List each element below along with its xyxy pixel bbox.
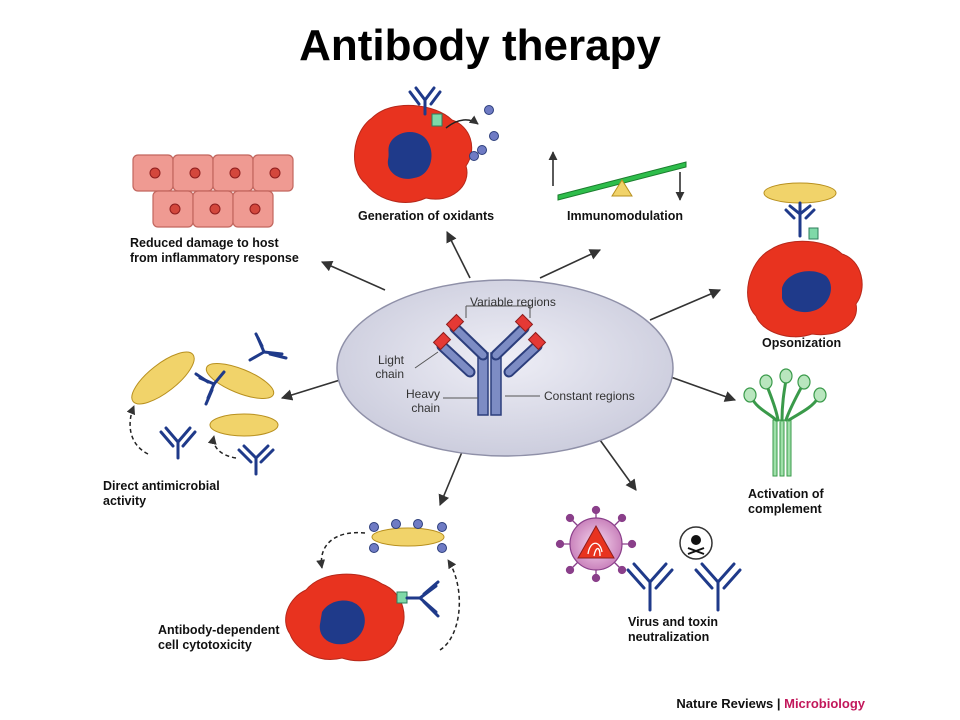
adcc-label-2: cell cytotoxicity: [158, 638, 252, 652]
immunomodulation-panel: Immunomodulation: [548, 151, 687, 223]
antibody-structure: Variable regions Light chain Heavy chain…: [336, 279, 674, 457]
antimicrobial-label-2: activity: [103, 494, 146, 508]
virus-label-1: Virus and toxin: [628, 615, 718, 629]
credit-separator: |: [773, 696, 784, 711]
antimicrobial-label-1: Direct antimicrobial: [103, 479, 220, 493]
complement-panel: Activation of complement: [743, 368, 827, 516]
immunomodulation-label: Immunomodulation: [567, 209, 683, 223]
reduced-damage-label-2: from inflammatory response: [130, 251, 299, 265]
heavy-chain-label-2: chain: [411, 401, 440, 415]
adcc-panel: Antibody-dependent cell cytotoxicity: [158, 519, 461, 662]
credit-field: Microbiology: [784, 696, 866, 711]
oxidants-label: Generation of oxidants: [358, 209, 494, 223]
host-cells-panel: Reduced damage to host from inflammatory…: [130, 154, 299, 265]
slide-title: Antibody therapy: [299, 21, 661, 70]
complement-label-2: complement: [748, 502, 822, 516]
virus-label-2: neutralization: [628, 630, 709, 644]
heavy-chain-label-1: Heavy: [406, 387, 440, 401]
credit-line: Nature Reviews | Microbiology: [676, 696, 865, 711]
adcc-label-1: Antibody-dependent: [158, 623, 280, 637]
oxidants-panel: Generation of oxidants: [354, 86, 499, 223]
effect-arrows: [280, 230, 737, 507]
complement-label-1: Activation of: [748, 487, 825, 501]
opsonization-label: Opsonization: [762, 336, 841, 350]
constant-regions-label: Constant regions: [544, 389, 635, 403]
antimicrobial-panel: Direct antimicrobial activity: [103, 332, 288, 508]
opsonization-panel: Opsonization: [747, 182, 863, 350]
virus-panel: Virus and toxin neutralization: [555, 505, 742, 644]
variable-regions-label: Variable regions: [470, 295, 556, 309]
reduced-damage-label-1: Reduced damage to host: [130, 236, 279, 250]
light-chain-label-2: chain: [375, 367, 404, 381]
light-chain-label-1: Light: [378, 353, 405, 367]
credit-journal: Nature Reviews: [676, 696, 773, 711]
